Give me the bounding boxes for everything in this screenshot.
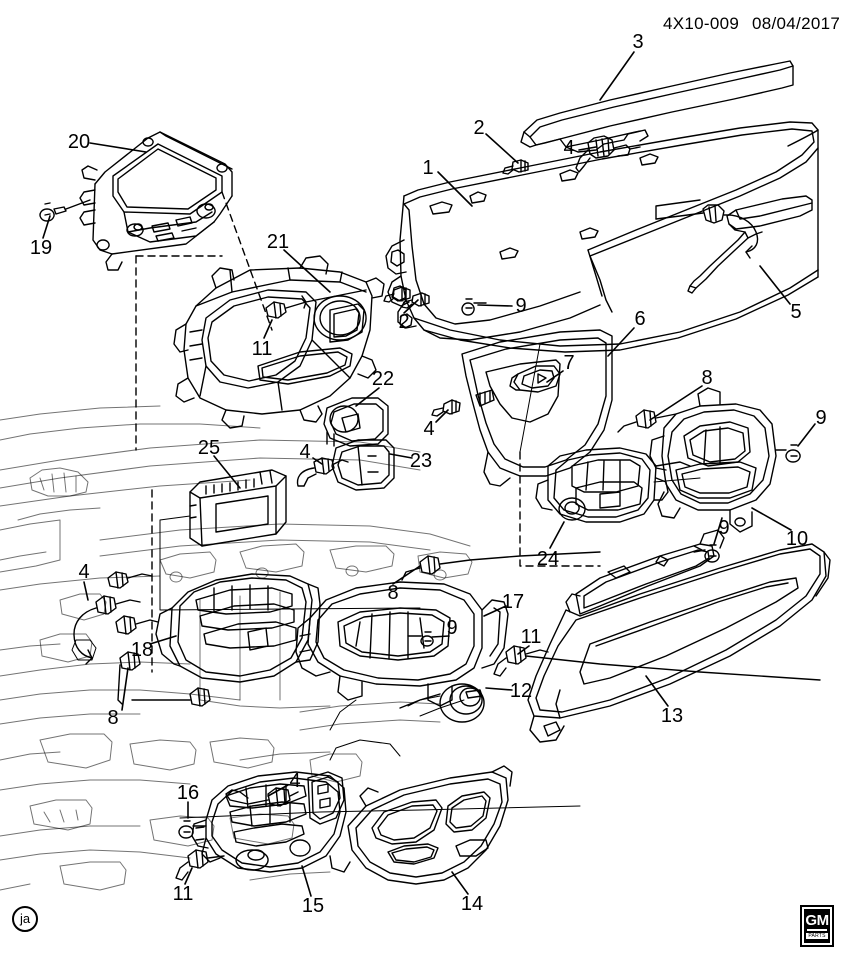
callout-4-hvac: 4: [289, 770, 301, 792]
document-date: 08/04/2017: [752, 14, 841, 33]
part-20-radio-display: [79, 131, 233, 271]
callout-11-bracket: 11: [251, 338, 273, 360]
part-11a-clip: [265, 289, 367, 319]
document-number: 4X10-009: [663, 14, 740, 33]
callout-11-hvac: 11: [172, 883, 194, 905]
callout-2-lower: 2: [398, 311, 410, 333]
callout-12: 12: [509, 680, 533, 702]
callout-4-center: 4: [299, 441, 311, 463]
callout-8-center: 8: [387, 582, 399, 604]
part-9a-screw: [461, 298, 487, 316]
part-1-instrument-panel-pad: [385, 121, 819, 353]
part-18-left-air-outlet: [155, 573, 321, 683]
part-12-accessory-socket: [399, 683, 485, 723]
part-19-screw: [39, 199, 91, 222]
callout-16: 16: [176, 782, 200, 804]
callout-8-right: 8: [701, 367, 713, 389]
part-7-hazard-switch: [509, 365, 561, 393]
callout-4-left: 4: [78, 561, 90, 583]
callout-22: 22: [371, 368, 395, 390]
callout-14: 14: [460, 893, 484, 915]
revision-marker: ja: [12, 906, 38, 932]
part-25-instrument-cluster: [189, 469, 287, 547]
callout-19: 19: [29, 237, 53, 259]
callout-6: 6: [634, 308, 646, 330]
part-9b-screw: [775, 444, 801, 463]
part-15-hvac-control-panel: [191, 771, 351, 873]
part-10-right-air-outlet: [649, 387, 777, 533]
callout-9-center: 9: [446, 617, 458, 639]
callout-7: 7: [563, 352, 575, 374]
projection-lines: [329, 695, 465, 761]
gm-wordmark: GM: [805, 912, 829, 929]
part-8c-clip: [117, 651, 211, 707]
callout-11-console: 11: [520, 626, 542, 648]
part-23-cover-plate: [331, 439, 395, 491]
callout-20: 20: [67, 131, 91, 153]
callout-9-lower-right: 9: [718, 517, 730, 539]
part-8b-clip: [401, 551, 601, 581]
callout-1: 1: [422, 157, 434, 179]
callout-21: 21: [266, 231, 290, 253]
callout-leaders: [42, 51, 816, 897]
callout-23: 23: [409, 450, 433, 472]
callout-5: 5: [790, 301, 802, 323]
gm-logo: GM PARTS: [800, 905, 834, 947]
part-13-glove-box-door: [527, 529, 831, 743]
callout-8-left: 8: [107, 707, 119, 729]
part-8a-clip: [617, 409, 677, 433]
part-11c-clip: [175, 849, 225, 881]
part-6-end-trim-plate: [461, 329, 613, 487]
callout-4-hazard: 4: [423, 418, 435, 440]
part-24-center-duct: [535, 447, 691, 523]
callout-25: 25: [197, 437, 221, 459]
part-14-console-bezel: [347, 765, 513, 885]
part-2-clip-bracket: [383, 286, 411, 303]
part-16-screw: [178, 820, 207, 839]
callout-10: 10: [785, 528, 809, 550]
gm-underline: [807, 929, 827, 931]
callout-9-upper: 9: [515, 295, 527, 317]
gm-logo-field: GM PARTS: [804, 909, 830, 943]
callout-17: 17: [501, 591, 525, 613]
part-3-defroster-molding: [520, 60, 794, 153]
part-4b-clip: [431, 399, 461, 417]
part-4c-connector-wire: [296, 457, 349, 487]
part-2b-clip: [401, 292, 430, 309]
callout-18: 18: [130, 639, 154, 661]
part-11b-clip: [493, 645, 821, 681]
callout-15: 15: [301, 895, 325, 917]
callout-3: 3: [632, 31, 644, 53]
part-9d-screw: [407, 631, 434, 647]
part-21-radio-bracket: [173, 255, 385, 429]
callout-13: 13: [660, 705, 684, 727]
gm-logo-subtext: PARTS: [806, 933, 828, 939]
callout-9-right: 9: [815, 407, 827, 429]
part-2a-clip: [502, 159, 529, 175]
callout-2-upper: 2: [473, 117, 485, 139]
part-4d-wire-harness-left: [71, 571, 159, 665]
callout-4-upper: 4: [563, 137, 575, 159]
part-5-defroster-extension: [687, 195, 813, 294]
callout-24: 24: [536, 548, 560, 570]
